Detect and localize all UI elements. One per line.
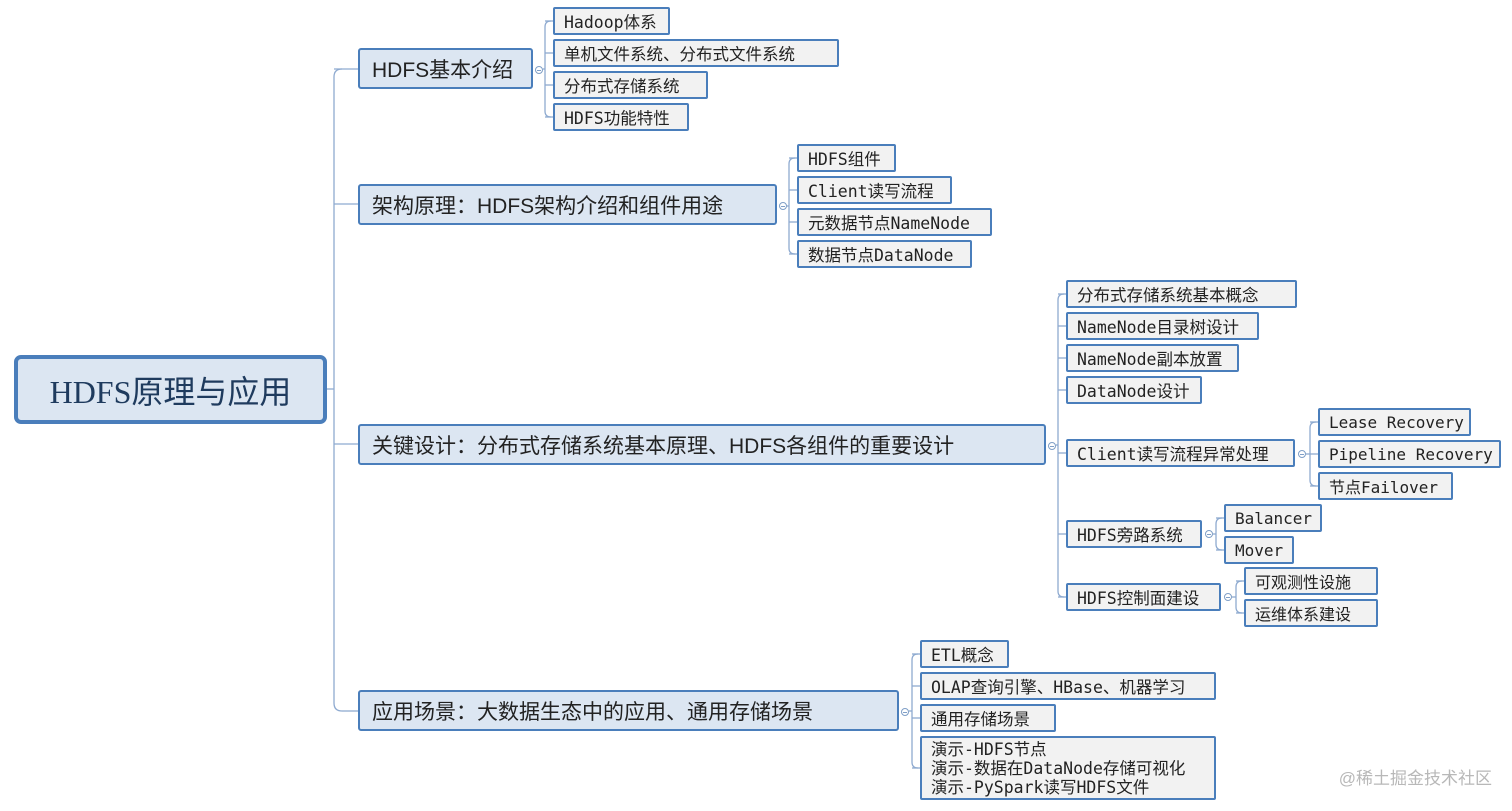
- connector-control-spine: [1235, 580, 1243, 614]
- collapse-toggle[interactable]: [1224, 593, 1232, 601]
- node-lease-recovery[interactable]: Lease Recovery: [1318, 408, 1471, 436]
- node-general-storage[interactable]: 通用存储场景: [920, 704, 1056, 732]
- node-mover[interactable]: Mover: [1224, 536, 1294, 564]
- node-hdfs-components[interactable]: HDFS组件: [797, 144, 896, 172]
- collapse-toggle[interactable]: [1205, 530, 1213, 538]
- collapse-toggle[interactable]: [1048, 442, 1056, 450]
- connector-root-spine: [333, 68, 343, 712]
- branch-applications[interactable]: 应用场景：大数据生态中的应用、通用存储场景: [358, 690, 899, 731]
- root-label: HDFS原理与应用: [49, 373, 292, 410]
- branch-hdfs-intro[interactable]: HDFS基本介绍: [358, 48, 533, 89]
- connector-bypass-spine: [1215, 517, 1223, 551]
- collapse-toggle[interactable]: [1298, 450, 1306, 458]
- demo-line: 演示-PySpark读写HDFS文件: [931, 777, 1150, 797]
- node-client-rw-flow[interactable]: Client读写流程: [797, 176, 952, 204]
- node-demos[interactable]: 演示-HDFS节点 演示-数据在DataNode存储可视化 演示-PySpark…: [920, 736, 1216, 800]
- connector-arch-spine: [788, 157, 796, 255]
- node-namenode-tree[interactable]: NameNode目录树设计: [1066, 312, 1259, 340]
- collapse-toggle[interactable]: [779, 202, 787, 210]
- node-namenode[interactable]: 元数据节点NameNode: [797, 208, 992, 236]
- branch-key-design[interactable]: 关键设计：分布式存储系统基本原理、HDFS各组件的重要设计: [358, 424, 1046, 465]
- branch-architecture[interactable]: 架构原理：HDFS架构介绍和组件用途: [358, 184, 777, 225]
- node-hdfs-features[interactable]: HDFS功能特性: [553, 103, 689, 131]
- node-balancer[interactable]: Balancer: [1224, 504, 1322, 532]
- branch-label: 应用场景：大数据生态中的应用、通用存储场景: [372, 700, 813, 724]
- node-fs-types[interactable]: 单机文件系统、分布式文件系统: [553, 39, 839, 67]
- branch-label: 架构原理：HDFS架构介绍和组件用途: [372, 194, 724, 218]
- demo-line: 演示-数据在DataNode存储可视化: [931, 758, 1186, 778]
- node-pipeline-recovery[interactable]: Pipeline Recovery: [1318, 440, 1501, 468]
- node-hadoop-system[interactable]: Hadoop体系: [553, 7, 670, 35]
- node-ops-system[interactable]: 运维体系建设: [1244, 599, 1378, 627]
- connector-apps-spine: [911, 653, 919, 769]
- node-client-exception[interactable]: Client读写流程异常处理: [1066, 439, 1295, 467]
- demo-line: 演示-HDFS节点: [931, 739, 1047, 759]
- connector-intro-spine: [544, 20, 552, 118]
- node-storage-concepts[interactable]: 分布式存储系统基本概念: [1066, 280, 1297, 308]
- node-datanode-design[interactable]: DataNode设计: [1066, 376, 1202, 404]
- node-failover[interactable]: 节点Failover: [1318, 472, 1453, 500]
- root-node[interactable]: HDFS原理与应用: [14, 355, 327, 424]
- connector-design-spine: [1057, 293, 1065, 598]
- branch-label: HDFS基本介绍: [372, 58, 514, 82]
- node-namenode-replica[interactable]: NameNode副本放置: [1066, 344, 1239, 372]
- node-etl-concept[interactable]: ETL概念: [920, 640, 1009, 668]
- node-olap-hbase-ml[interactable]: OLAP查询引擎、HBase、机器学习: [920, 672, 1216, 700]
- node-datanode[interactable]: 数据节点DataNode: [797, 240, 972, 268]
- node-distributed-storage[interactable]: 分布式存储系统: [553, 71, 708, 99]
- branch-label: 关键设计：分布式存储系统基本原理、HDFS各组件的重要设计: [372, 434, 955, 458]
- node-control-plane[interactable]: HDFS控制面建设: [1066, 583, 1221, 611]
- node-observability[interactable]: 可观测性设施: [1244, 567, 1378, 595]
- collapse-toggle[interactable]: [535, 66, 543, 74]
- collapse-toggle[interactable]: [901, 708, 909, 716]
- watermark: @稀土掘金技术社区: [1338, 769, 1492, 788]
- node-hdfs-bypass[interactable]: HDFS旁路系统: [1066, 520, 1202, 548]
